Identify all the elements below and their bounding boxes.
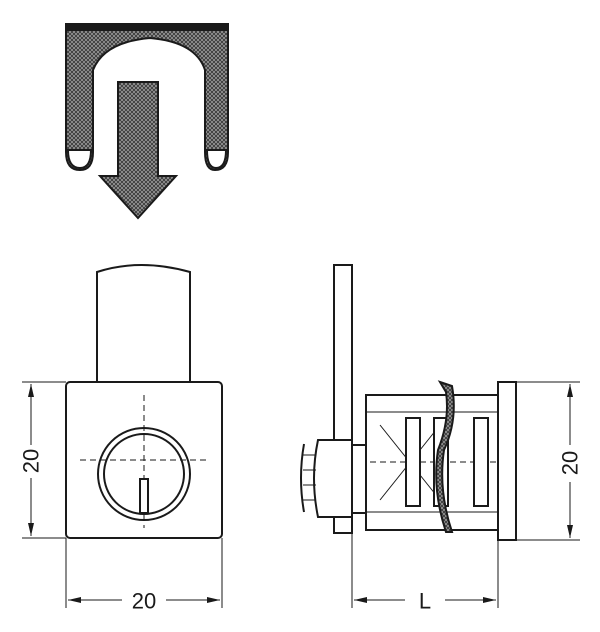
side-length-dimension: [351, 533, 499, 608]
spring-clip: [65, 23, 229, 172]
insert-direction-arrow: [97, 81, 179, 220]
front-width-dimension: [65, 538, 223, 608]
side-view: [300, 264, 517, 541]
front-view: [65, 264, 223, 539]
side-height-label: 20: [558, 451, 583, 475]
side-height-dimension: [516, 381, 580, 541]
front-width-label: 20: [132, 589, 156, 614]
front-height-label: 20: [19, 449, 44, 473]
front-height-dimension: [22, 381, 66, 539]
side-length-label: L: [419, 589, 431, 614]
